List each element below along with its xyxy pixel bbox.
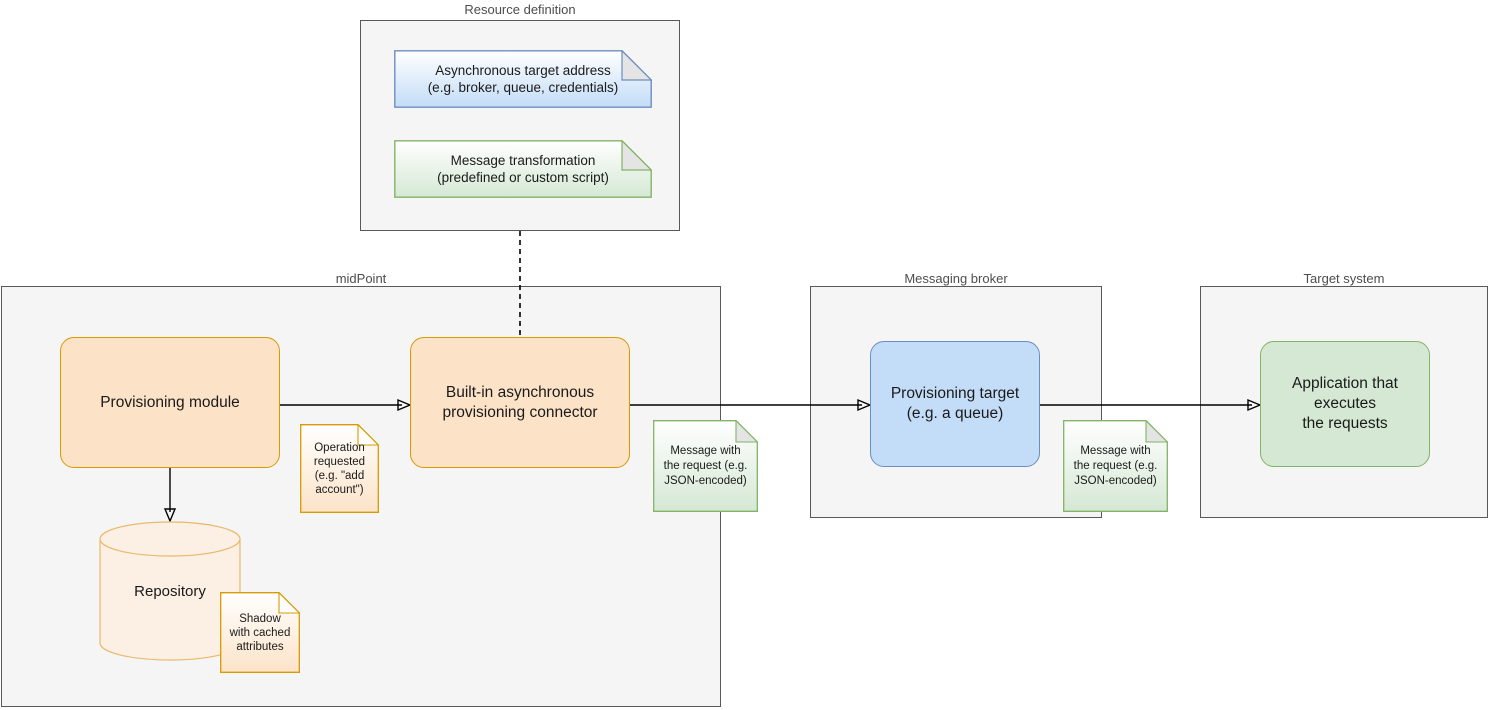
group-title-messaging-broker: Messaging broker xyxy=(904,271,1008,286)
note-shape-green-2 xyxy=(653,420,758,512)
note-shape-orange-2 xyxy=(220,592,300,673)
node-provisioning-module-label: Provisioning module xyxy=(100,393,240,411)
note-message-request-right: Message with the request (e.g. JSON-enco… xyxy=(1063,420,1168,512)
node-provisioning-target[interactable]: Provisioning target (e.g. a queue) xyxy=(870,341,1040,467)
note-shape-green-1 xyxy=(394,140,652,198)
note-shape-orange-1 xyxy=(300,424,379,513)
node-provisioning-module[interactable]: Provisioning module xyxy=(60,337,280,468)
group-title-target-system: Target system xyxy=(1303,271,1385,286)
group-title-midpoint: midPoint xyxy=(335,271,387,286)
node-provisioning-target-label: Provisioning target (e.g. a queue) xyxy=(890,385,1020,422)
note-shape-green-3 xyxy=(1063,420,1168,512)
note-operation-requested: Operation requested (e.g. "add account") xyxy=(300,424,379,513)
group-title-resource-definition: Resource definition xyxy=(464,2,576,17)
node-application[interactable]: Application that executes the requests xyxy=(1260,341,1430,467)
node-application-label: Application that executes the requests xyxy=(1292,375,1398,432)
note-shadow-cached-attributes: Shadow with cached attributes xyxy=(220,592,300,673)
note-message-request-left: Message with the request (e.g. JSON-enco… xyxy=(653,420,758,512)
node-async-connector-label: Built-in asynchronous provisioning conne… xyxy=(442,383,598,421)
node-async-connector[interactable]: Built-in asynchronous provisioning conne… xyxy=(410,337,630,468)
note-shape-blue-1 xyxy=(394,50,652,108)
